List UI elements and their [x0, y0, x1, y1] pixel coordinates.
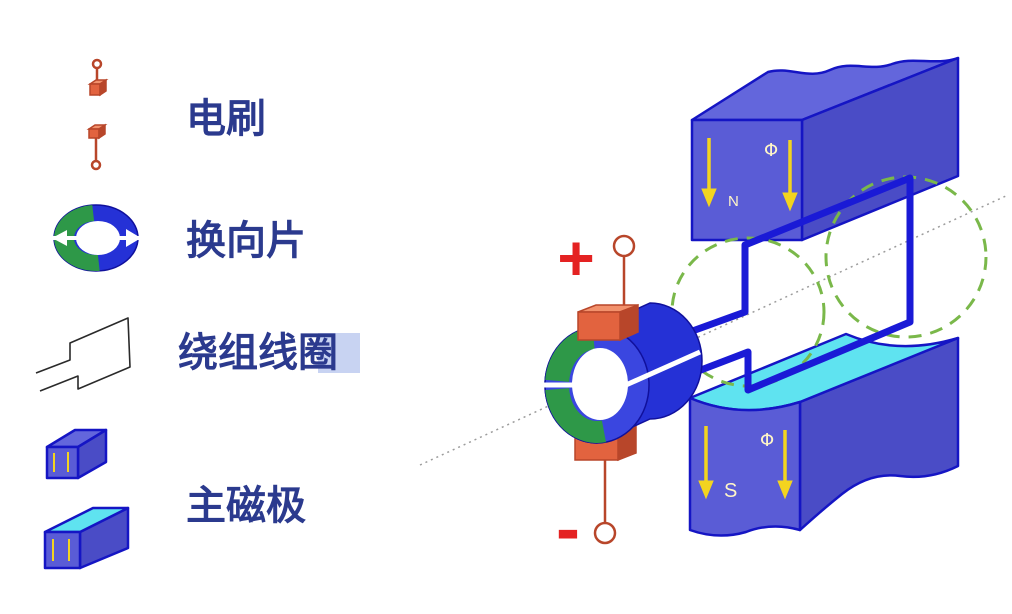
commutator-segment-top: [545, 327, 595, 382]
commutator-notch-left: [52, 230, 67, 246]
flux-arrow-icon: [777, 430, 793, 500]
legend-label-winding: 绕组线圈: [178, 330, 338, 376]
brush-side-face: [98, 123, 106, 140]
legend-label-main-pole: 主磁极: [186, 483, 306, 529]
south-magnet: S Φ: [688, 332, 960, 537]
label-highlight: [318, 333, 360, 373]
brush-top-icon: [87, 58, 109, 97]
north-magnet: N Φ: [690, 56, 960, 242]
negative-sign: -: [556, 489, 580, 569]
coil-outline: [35, 317, 131, 392]
positive-brush: [577, 234, 639, 342]
pole-arrow-icon: [698, 426, 714, 500]
arrow-head: [782, 192, 798, 212]
pole-arrow-icon: [701, 138, 717, 208]
brush-front-face: [89, 83, 101, 96]
magnet-south-icon: [43, 506, 130, 570]
brush-icon: [86, 58, 109, 171]
magnet-north-icon: [45, 428, 108, 480]
magnet-front-face: [43, 530, 82, 570]
brush-bottom-icon: [86, 123, 108, 171]
arrow-head: [701, 188, 717, 208]
motor: N Φ S Φ: [419, 56, 1009, 569]
legend: 电刷 换向片 绕组线圈: [35, 58, 360, 570]
commutator-slit-right: [624, 349, 702, 388]
legend-label-brush: 电刷: [186, 96, 266, 142]
legend-label-commutator: 换向片: [186, 218, 306, 264]
coil-icon: [35, 317, 131, 392]
flux-arrow-icon: [782, 140, 798, 212]
magnet-pole-icon: [43, 428, 130, 570]
terminal-circle-icon: [90, 159, 102, 171]
commutator-icon: [50, 204, 144, 272]
terminal-circle-icon: [91, 58, 103, 70]
flux-symbol-label: Φ: [760, 430, 774, 451]
brush-front-face: [577, 311, 621, 341]
commutator-hole: [572, 348, 628, 420]
positive-sign: +: [557, 222, 594, 294]
arrow-head: [777, 480, 793, 500]
commutator-segment-bottom: [545, 388, 606, 443]
armature-coil: [658, 174, 914, 394]
arrow-head: [698, 480, 714, 500]
commutator-slit: [50, 236, 144, 240]
south-pole-label: S: [724, 480, 737, 502]
flux-symbol-label: Φ: [764, 140, 778, 161]
commutator-segment-bottom: [54, 238, 100, 272]
commutator-notch-right: [126, 229, 141, 247]
brush-side-face: [99, 78, 107, 97]
negative-terminal-icon: [593, 521, 617, 545]
magnet-front-face: [45, 445, 80, 480]
magnet-cut-face: [690, 56, 960, 122]
brush-front-face: [88, 128, 100, 139]
positive-terminal-icon: [612, 234, 636, 258]
commutator-segment-top: [54, 205, 95, 238]
magnet-front-face: [688, 396, 802, 537]
north-pole-label: N: [728, 193, 739, 210]
